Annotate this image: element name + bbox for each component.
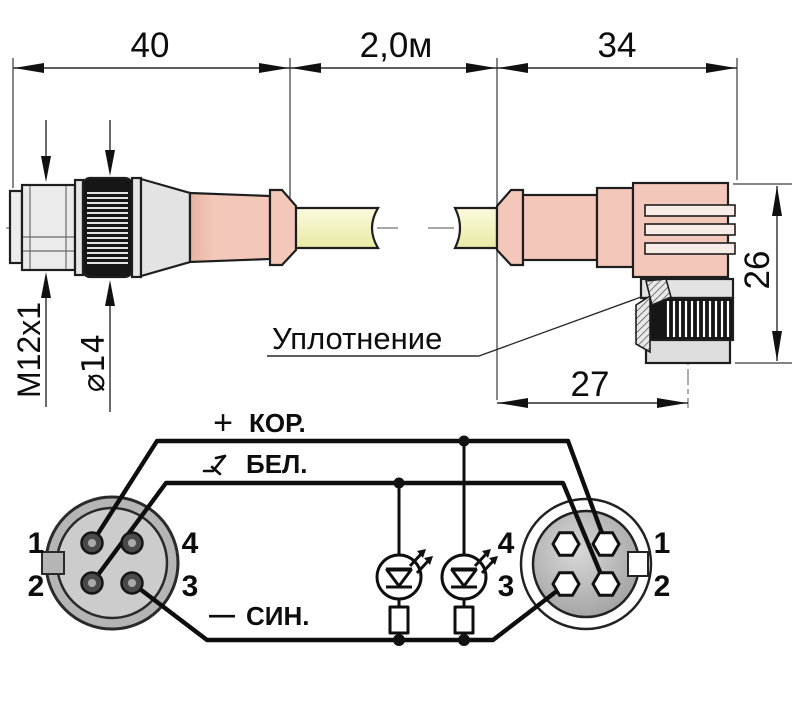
wire-brown [89, 438, 609, 547]
left-pin-2-label: 2 [28, 570, 45, 603]
knurled-ring [81, 176, 134, 279]
led-2 [440, 549, 498, 635]
wire-blue [129, 580, 569, 643]
wiring-diagram: 1 2 4 3 4 3 1 2 + КОР. БЕЛ. — СИН. [28, 404, 671, 646]
led-emission-arrows [473, 549, 498, 575]
socket [551, 571, 581, 597]
plus-sign: + [213, 404, 233, 442]
junction-dot [458, 435, 470, 447]
dim-cable-length: 2,0м [290, 26, 498, 400]
junction-dot [458, 634, 470, 646]
wire-white-label: БЕЛ. [246, 449, 308, 479]
left-pin-4-label: 4 [182, 527, 199, 560]
dim-34-label: 34 [598, 26, 637, 65]
dim-27-label: 27 [571, 365, 610, 404]
socket [591, 531, 621, 557]
pin [80, 531, 104, 555]
strain-relief-boot [188, 191, 272, 264]
dim-angled-offset: 27 [497, 365, 688, 408]
right-connector-sockets [551, 531, 621, 597]
boot-flange [268, 188, 298, 267]
right-pin-4-label: 4 [498, 527, 515, 560]
thread-callout: M12x1 [11, 120, 51, 407]
body-slot-2 [644, 223, 736, 236]
cone-body [139, 177, 192, 278]
pin [120, 571, 144, 595]
seal-collar [635, 294, 651, 354]
junction-dot [393, 477, 405, 489]
led-emission-arrows [408, 549, 433, 575]
connector-end-cap [8, 189, 24, 265]
head-coupling-nut [644, 338, 732, 365]
right-pin-1-label: 1 [654, 527, 671, 560]
head-knurled-ring [642, 296, 735, 342]
dim-angled-height: 26 [733, 183, 792, 364]
led-1 [375, 549, 433, 635]
seal-label: Уплотнение [272, 321, 442, 356]
socket [591, 571, 621, 597]
boot-cylinder [521, 193, 599, 262]
right-connector-face [519, 497, 653, 631]
pin [80, 571, 104, 595]
diameter-label: ⌀14 [76, 334, 112, 392]
dim-straight-length: 40 [12, 26, 291, 205]
key-notch-left [41, 551, 65, 575]
cable-right [453, 206, 499, 250]
junction-dot [393, 634, 405, 646]
seal-callout: Уплотнение [267, 296, 642, 357]
resistor-1 [388, 605, 410, 635]
socket [551, 531, 581, 557]
dim-40-label: 40 [131, 26, 170, 65]
key-notch-right [627, 551, 649, 577]
wire-brown-label: КОР. [249, 408, 306, 438]
cable-left [294, 206, 380, 250]
switching-output-icon [202, 454, 227, 476]
dim-cable-length-label: 2,0м [360, 26, 433, 65]
body-slot-3 [644, 242, 736, 255]
left-connector-pins [80, 531, 144, 595]
left-pin-3-label: 3 [182, 570, 199, 603]
boot-flange-right [495, 188, 525, 267]
diameter-callout: ⌀14 [76, 120, 115, 412]
right-pin-3-label: 3 [498, 570, 515, 603]
left-pin-1-label: 1 [28, 527, 45, 560]
minus-sign: — [209, 599, 235, 629]
thread-step-ring [73, 178, 85, 277]
angled-connector-drawing [428, 181, 736, 408]
wire-blue-label: СИН. [246, 601, 309, 631]
pin [120, 531, 144, 555]
dim-26-label: 26 [738, 251, 777, 290]
right-pin-2-label: 2 [654, 570, 671, 603]
cone-collar [130, 176, 143, 279]
dim-angled-length: 34 [497, 26, 738, 180]
straight-connector-drawing [6, 176, 398, 279]
body-slot-1 [644, 204, 736, 217]
thread-label: M12x1 [11, 302, 47, 398]
seal-gasket [644, 278, 672, 307]
resistor-2 [453, 605, 475, 635]
boot-step [595, 186, 635, 269]
